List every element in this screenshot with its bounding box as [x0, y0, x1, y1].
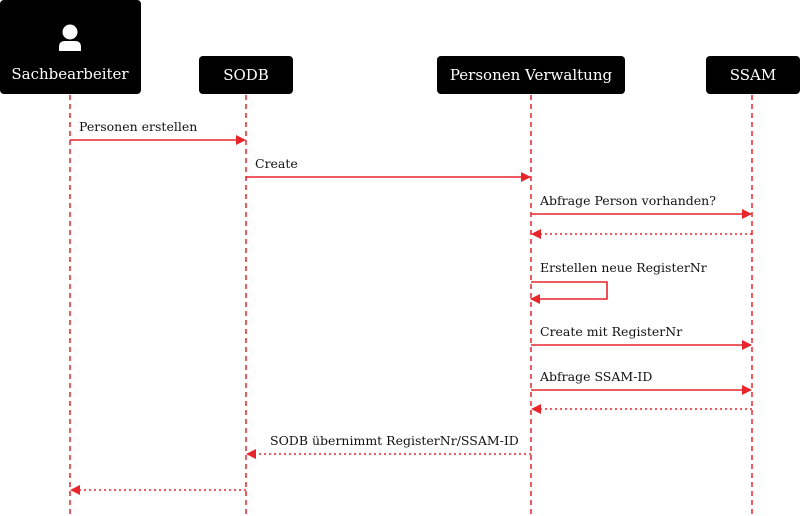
message-arrow: [530, 281, 608, 304]
message-label: SODB übernimmt RegisterNr/SSAM-ID: [270, 433, 519, 448]
participant-label: SODB: [223, 66, 269, 84]
message-5[interactable]: Create mit RegisterNr: [531, 324, 752, 350]
user-icon: [59, 24, 81, 51]
message-8[interactable]: SODB übernimmt RegisterNr/SSAM-ID: [246, 433, 531, 459]
message-label: Abfrage Person vorhanden?: [539, 193, 716, 208]
participant-personen-verwaltung[interactable]: Personen Verwaltung: [437, 56, 625, 94]
message-label: Personen erstellen: [79, 119, 197, 134]
message-label: Abfrage SSAM-ID: [539, 369, 652, 384]
participant-sodb[interactable]: SODB: [199, 56, 293, 94]
participant-label: Sachbearbeiter: [11, 65, 129, 83]
participant-label: Personen Verwaltung: [450, 66, 613, 84]
participant-sachbearbeiter[interactable]: Sachbearbeiter: [0, 0, 141, 94]
participant-ssam[interactable]: SSAM: [706, 56, 800, 94]
participant-label: SSAM: [730, 66, 776, 84]
message-6[interactable]: Abfrage SSAM-ID: [531, 369, 752, 395]
message-label: Erstellen neue RegisterNr: [540, 260, 707, 275]
message-0[interactable]: Personen erstellen: [70, 119, 246, 145]
lifelines: [69, 95, 753, 516]
message-label: Create: [255, 156, 298, 171]
message-1[interactable]: Create: [246, 156, 531, 182]
message-label: Create mit RegisterNr: [540, 324, 682, 339]
message-2[interactable]: Abfrage Person vorhanden?: [531, 193, 752, 219]
message-4[interactable]: Erstellen neue RegisterNr: [530, 260, 707, 304]
